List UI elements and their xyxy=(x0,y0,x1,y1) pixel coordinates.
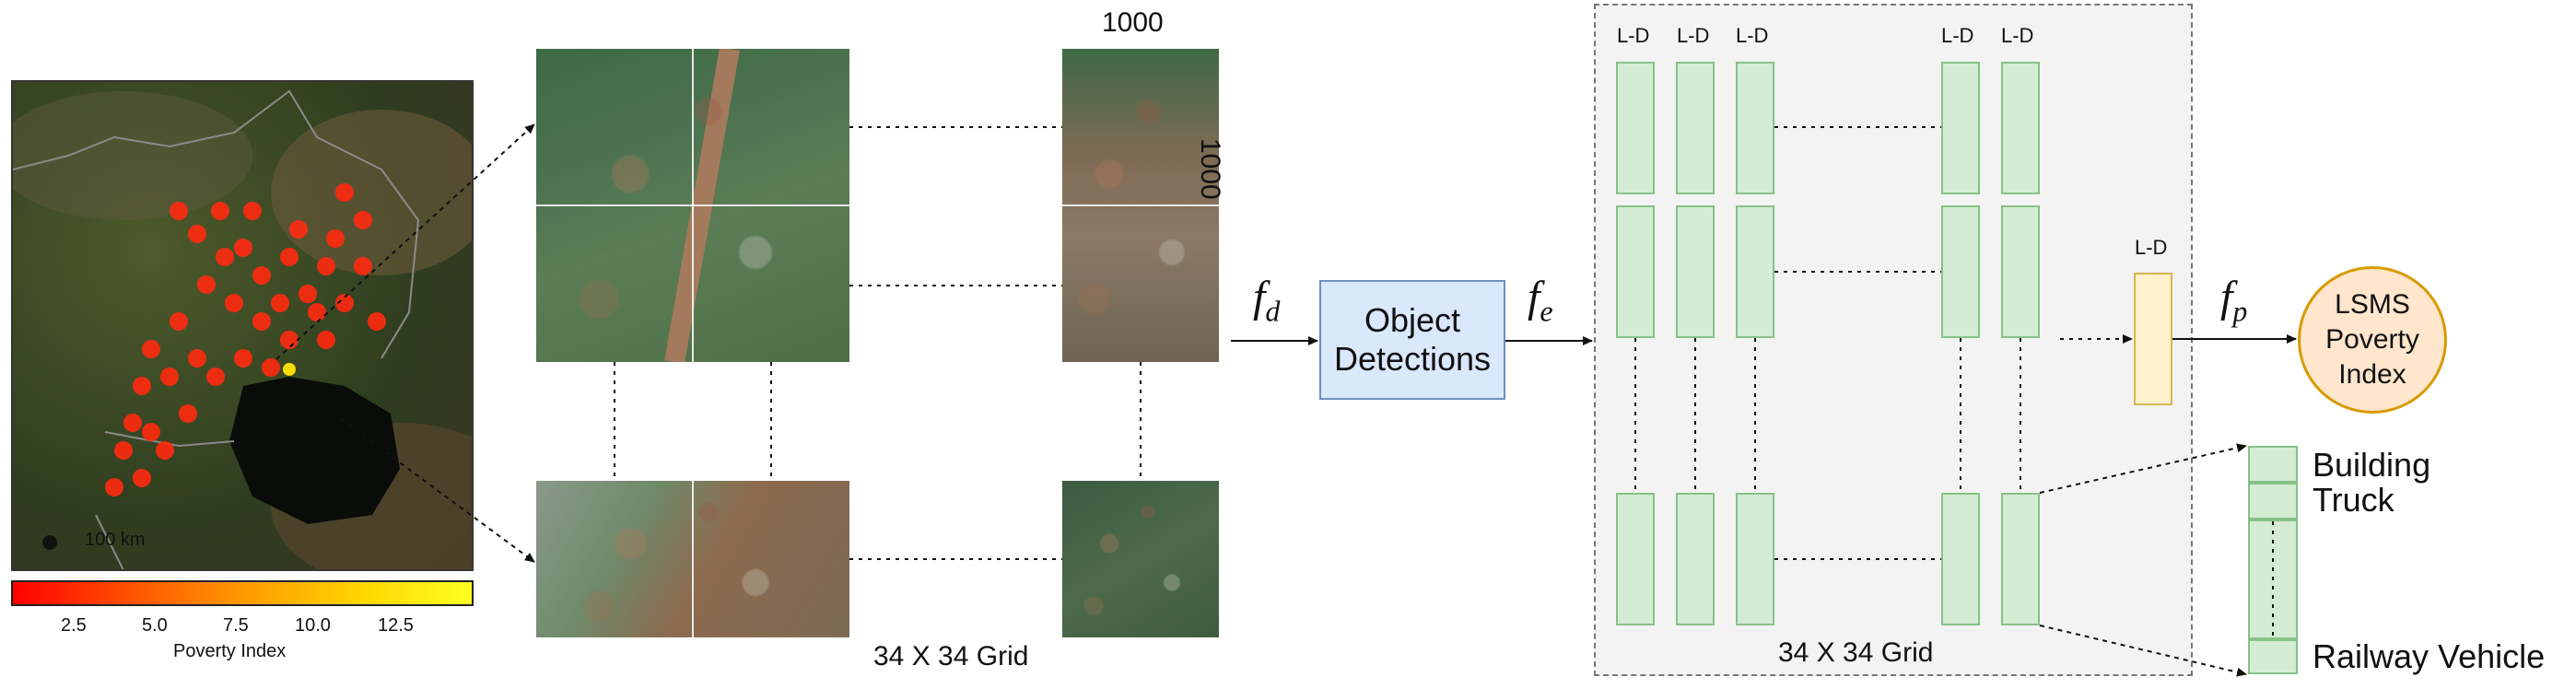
fe-label: fe xyxy=(1528,273,1553,328)
column-label-2: L-D xyxy=(1677,24,1710,47)
colorbar-tick-2: 5.0 xyxy=(142,615,168,636)
vector-cell-middle xyxy=(2248,520,2298,639)
road-overlay xyxy=(536,49,849,362)
feature-block-r1-c2 xyxy=(1676,62,1715,194)
colorbar-tick-4: 10.0 xyxy=(295,615,331,636)
colorbar-tick-1: 2.5 xyxy=(61,615,87,636)
vector-label-truck: Truck xyxy=(2313,481,2395,519)
lake-shape xyxy=(229,377,400,524)
map-overlay xyxy=(13,89,472,569)
colorbar-label: Poverty Index xyxy=(173,641,287,661)
feature-block-r2-c1 xyxy=(1616,205,1655,338)
fd-label: fd xyxy=(1253,273,1281,328)
feature-block-r1-c1 xyxy=(1616,62,1655,194)
feature-block-r1-c4 xyxy=(1941,62,1980,194)
feature-block-r1-c3 xyxy=(1736,62,1774,194)
scale-dot xyxy=(42,535,57,550)
output-line2: Poverty xyxy=(2325,324,2419,355)
grid-size-top: 1000 xyxy=(1102,7,1164,38)
feature-block-r3-c5 xyxy=(2001,493,2040,625)
grid-caption: 34 X 34 Grid xyxy=(873,641,1029,671)
grid-size-side: 1000 xyxy=(1195,138,1225,200)
aggregated-feature-block xyxy=(2134,273,2172,405)
object-detections-box: Object Detections xyxy=(1319,280,1505,400)
fp-label: fp xyxy=(2220,273,2248,328)
vector-label-building: Building xyxy=(2313,446,2431,484)
grid-tile-top-left xyxy=(536,49,849,362)
feature-block-r3-c4 xyxy=(1941,493,1980,625)
vector-cell-railway xyxy=(2248,639,2298,674)
vector-cell-truck xyxy=(2248,483,2298,520)
column-label-4: L-D xyxy=(1941,24,1974,47)
feature-block-r3-c1 xyxy=(1616,493,1655,625)
grid-tile-bottom-left xyxy=(536,481,849,637)
scale-label: 100 km xyxy=(85,530,146,550)
object-detections-line1: Object xyxy=(1364,301,1461,339)
colorbar-tick-5: 12.5 xyxy=(378,615,414,636)
object-detections-line2: Detections xyxy=(1333,340,1492,378)
vector-label-railway: Railway Vehicle xyxy=(2313,637,2546,675)
feature-block-r2-c2 xyxy=(1676,205,1715,338)
feature-block-r3-c2 xyxy=(1676,493,1715,625)
feature-block-r2-c3 xyxy=(1736,205,1774,338)
output-line3: Index xyxy=(2338,359,2406,390)
column-label-5: L-D xyxy=(2001,24,2034,47)
column-label-3: L-D xyxy=(1736,24,1769,47)
colorbar xyxy=(11,580,474,606)
feature-block-r2-c4 xyxy=(1941,205,1980,338)
feature-grid-caption: 34 X 34 Grid xyxy=(1778,637,1934,668)
grid-tile-top-right xyxy=(1062,49,1219,362)
column-label-1: L-D xyxy=(1617,24,1650,47)
aggregated-label: L-D xyxy=(2135,236,2168,259)
feature-block-r3-c3 xyxy=(1736,493,1774,625)
lsms-poverty-index-node: LSMS Poverty Index xyxy=(2298,266,2447,414)
output-line1: LSMS xyxy=(2335,289,2410,320)
poverty-map: 100 km xyxy=(11,80,474,571)
vector-cell-building xyxy=(2248,446,2298,483)
feature-block-r2-c5 xyxy=(2001,205,2040,338)
feature-block-r1-c5 xyxy=(2001,62,2040,194)
grid-tile-bottom-right xyxy=(1062,481,1219,637)
colorbar-tick-3: 7.5 xyxy=(223,615,249,636)
